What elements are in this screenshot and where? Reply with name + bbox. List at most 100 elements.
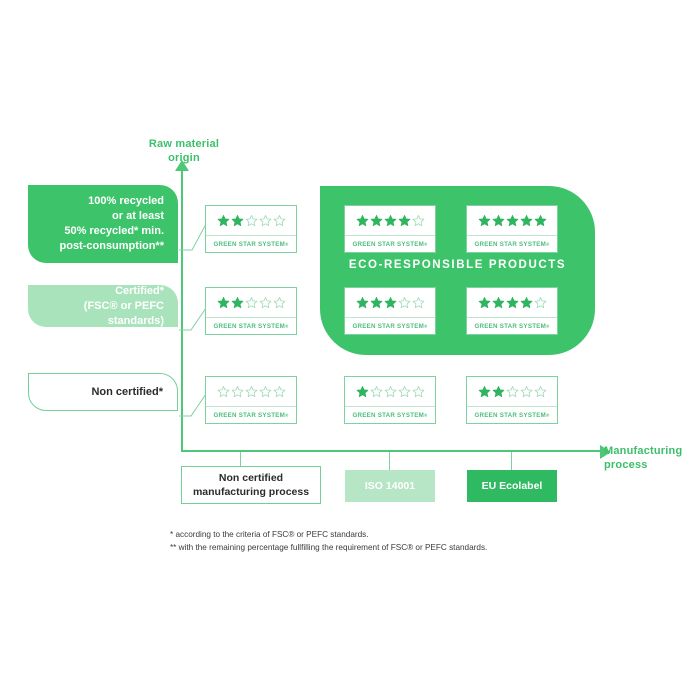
star-filled-icon xyxy=(534,214,547,227)
category-label-certified: Certified* (FSC® or PEFC standards) xyxy=(28,285,178,327)
star-empty-icon xyxy=(412,296,425,309)
brand-label: GREEN STAR SYSTEM® xyxy=(474,323,550,330)
star-empty-icon xyxy=(534,385,547,398)
star-empty-icon xyxy=(217,385,230,398)
x-axis-tick-0 xyxy=(240,452,241,466)
star-empty-icon xyxy=(259,214,272,227)
process-none-line1: Non certified xyxy=(218,472,284,484)
star-empty-icon xyxy=(506,385,519,398)
brand-name: GREEN STAR SYSTEM xyxy=(474,323,547,330)
star-filled-icon xyxy=(478,385,491,398)
star-filled-icon xyxy=(478,214,491,227)
x-axis-line xyxy=(181,450,605,452)
star-empty-icon xyxy=(398,296,411,309)
category-noncert-line1: Non certified* xyxy=(91,385,163,398)
star-empty-icon xyxy=(273,214,286,227)
star-filled-icon xyxy=(492,296,505,309)
star-filled-icon xyxy=(231,214,244,227)
star-empty-icon xyxy=(245,385,258,398)
connector-non-certified xyxy=(178,392,208,418)
star-filled-icon xyxy=(231,296,244,309)
rating-card-recycled-eu: GREEN STAR SYSTEM® xyxy=(466,205,558,253)
category-certified-line2: (FSC® or PEFC standards) xyxy=(83,299,164,327)
star-empty-icon xyxy=(370,385,383,398)
star-empty-icon xyxy=(231,385,244,398)
footnote-double-asterisk: ** with the remaining percentage fullfil… xyxy=(170,543,488,552)
category-label-non-certified: Non certified* xyxy=(28,373,178,411)
footnote-single-asterisk: * according to the criteria of FSC® or P… xyxy=(170,530,369,539)
star-empty-icon xyxy=(245,296,258,309)
brand-name: GREEN STAR SYSTEM xyxy=(213,241,286,248)
star-empty-icon xyxy=(384,385,397,398)
x-axis-tick-2 xyxy=(511,452,512,470)
star-empty-icon xyxy=(245,214,258,227)
star-filled-icon xyxy=(398,214,411,227)
brand-label: GREEN STAR SYSTEM® xyxy=(352,241,428,248)
rating-card-noncertified-noncertified: GREEN STAR SYSTEM® xyxy=(205,376,297,424)
star-row xyxy=(467,377,557,407)
star-filled-icon xyxy=(356,214,369,227)
star-empty-icon xyxy=(259,385,272,398)
rating-card-recycled-noncertified: GREEN STAR SYSTEM® xyxy=(205,205,297,253)
category-certified-line1: Certified* xyxy=(115,284,164,297)
brand-name: GREEN STAR SYSTEM xyxy=(474,412,547,419)
star-filled-icon xyxy=(478,296,491,309)
brand-label: GREEN STAR SYSTEM® xyxy=(352,323,428,330)
star-empty-icon xyxy=(412,214,425,227)
rating-card-noncertified-eu: GREEN STAR SYSTEM® xyxy=(466,376,558,424)
y-axis-arrow-icon xyxy=(175,160,189,171)
rating-card-noncertified-iso: GREEN STAR SYSTEM® xyxy=(344,376,436,424)
star-filled-icon xyxy=(370,296,383,309)
star-row xyxy=(345,206,435,236)
rating-card-certified-eu: GREEN STAR SYSTEM® xyxy=(466,287,558,335)
star-row xyxy=(206,206,296,236)
brand-name: GREEN STAR SYSTEM xyxy=(213,412,286,419)
star-row xyxy=(206,377,296,407)
eco-responsible-title: ECO-RESPONSIBLE PRODUCTS xyxy=(348,259,567,271)
star-row xyxy=(467,288,557,318)
star-row xyxy=(467,206,557,236)
process-iso-label: ISO 14001 xyxy=(364,480,416,492)
y-axis-label-line2: origin xyxy=(168,152,200,164)
brand-label: GREEN STAR SYSTEM® xyxy=(213,412,289,419)
x-axis-arrow-icon xyxy=(600,445,611,459)
star-empty-icon xyxy=(273,296,286,309)
star-row xyxy=(345,377,435,407)
star-empty-icon xyxy=(520,385,533,398)
star-filled-icon xyxy=(520,214,533,227)
brand-label: GREEN STAR SYSTEM® xyxy=(474,412,550,419)
category-label-recycled: 100% recycled or at least 50% recycled* … xyxy=(28,185,178,263)
process-eu-label: EU Ecolabel xyxy=(481,480,543,492)
process-box-eu-ecolabel: EU Ecolabel xyxy=(467,470,557,502)
brand-name: GREEN STAR SYSTEM xyxy=(352,412,425,419)
y-axis-label: Raw material origin xyxy=(130,137,238,165)
brand-name: GREEN STAR SYSTEM xyxy=(474,241,547,248)
brand-name: GREEN STAR SYSTEM xyxy=(352,241,425,248)
category-recycled-line4: post-consumption** xyxy=(59,240,165,252)
brand-label: GREEN STAR SYSTEM® xyxy=(474,241,550,248)
category-recycled-line2: or at least xyxy=(112,210,164,222)
process-box-iso-14001: ISO 14001 xyxy=(345,470,435,502)
star-row xyxy=(345,288,435,318)
star-filled-icon xyxy=(506,296,519,309)
category-recycled-line1: 100% recycled xyxy=(88,195,164,207)
process-none-line2: manufacturing process xyxy=(192,486,310,498)
brand-label: GREEN STAR SYSTEM® xyxy=(213,323,289,330)
x-axis-label-line2: process xyxy=(604,459,648,471)
star-empty-icon xyxy=(259,296,272,309)
x-axis-label-line1: Manufacturing xyxy=(604,445,683,457)
star-filled-icon xyxy=(356,296,369,309)
star-empty-icon xyxy=(398,385,411,398)
star-filled-icon xyxy=(217,214,230,227)
brand-name: GREEN STAR SYSTEM xyxy=(213,323,286,330)
rating-card-certified-noncertified: GREEN STAR SYSTEM® xyxy=(205,287,297,335)
star-empty-icon xyxy=(412,385,425,398)
footnotes: * according to the criteria of FSC® or P… xyxy=(170,528,640,554)
brand-label: GREEN STAR SYSTEM® xyxy=(213,241,289,248)
star-filled-icon xyxy=(492,385,505,398)
brand-label: GREEN STAR SYSTEM® xyxy=(352,412,428,419)
star-filled-icon xyxy=(506,214,519,227)
y-axis-line xyxy=(181,168,183,452)
star-row xyxy=(206,288,296,318)
x-axis-label: Manufacturing process xyxy=(604,444,696,472)
